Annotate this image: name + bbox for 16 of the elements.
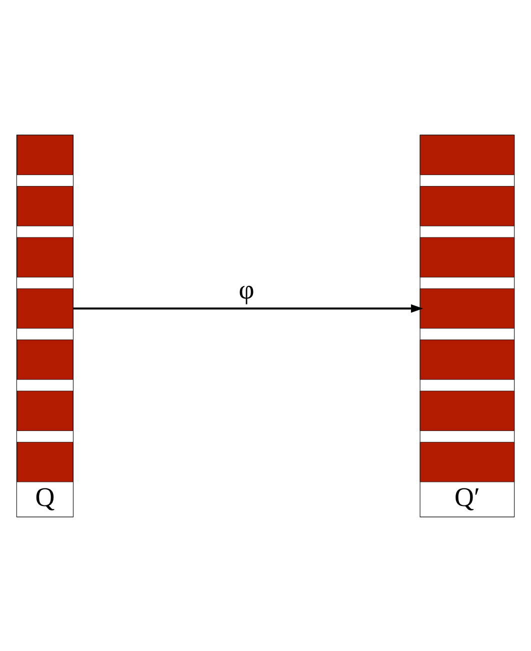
node-box bbox=[420, 390, 515, 430]
node-box bbox=[16, 186, 74, 226]
node-box bbox=[420, 236, 515, 277]
node-box bbox=[16, 339, 74, 380]
edge-label: φ bbox=[238, 274, 254, 304]
node-box bbox=[16, 288, 74, 328]
node-box bbox=[420, 134, 515, 175]
node-box bbox=[420, 441, 515, 482]
node-box bbox=[420, 186, 515, 226]
node-box bbox=[420, 288, 515, 328]
node-box bbox=[16, 236, 74, 277]
arrow bbox=[73, 304, 424, 312]
node-box bbox=[16, 441, 74, 482]
node-box bbox=[420, 339, 515, 380]
node-box bbox=[16, 390, 74, 430]
node-box bbox=[16, 134, 74, 175]
